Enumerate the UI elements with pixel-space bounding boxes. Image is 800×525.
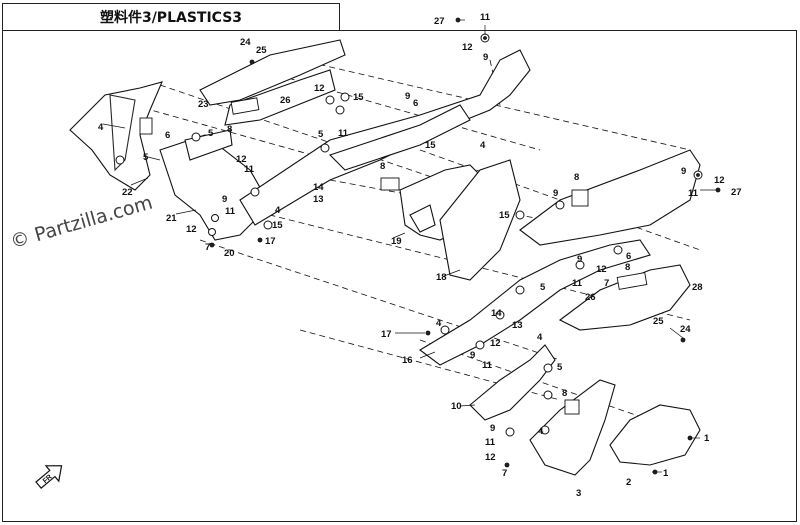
assembly-guide-lines: [114, 59, 701, 421]
callout-9c: 9: [405, 91, 410, 102]
callout-8c: 8: [574, 172, 579, 183]
part-28-right-cover: [558, 264, 691, 331]
callout-9e: 9: [577, 254, 582, 265]
main-upper-frame: [239, 49, 531, 226]
callout-26: 26: [280, 95, 291, 106]
callout-13: 13: [313, 194, 324, 205]
callout-6b: 6: [413, 98, 418, 109]
diagram-frame: [2, 30, 797, 522]
callout-11f: 11: [688, 188, 699, 199]
callout-12d: 12: [314, 83, 325, 94]
part-10-lower-bracket: [469, 344, 556, 421]
callout-15c: 15: [425, 140, 436, 151]
callout-11d: 11: [338, 128, 349, 139]
callout-16: 16: [402, 355, 413, 366]
callout-9h: 9: [490, 423, 495, 434]
callout-11h: 11: [485, 437, 496, 448]
callout-leader-lines: [102, 19, 718, 473]
callout-8d: 8: [625, 262, 630, 273]
callout-19: 19: [391, 236, 402, 247]
callout-24: 24: [240, 37, 251, 48]
svg-text:FR: FR: [42, 474, 54, 485]
callout-2: 2: [626, 477, 631, 488]
callout-24b: 24: [680, 324, 691, 335]
callout-labels: 27 11 12 9 24 25 23 8 26 4 5 6 5 22 21 7…: [98, 12, 742, 499]
callout-14b: 14: [491, 308, 502, 319]
callout-4c: 4: [480, 140, 486, 151]
callout-4d: 4: [436, 318, 442, 329]
callout-20: 20: [224, 248, 235, 259]
callout-7: 7: [205, 242, 210, 253]
callout-4e: 4: [537, 332, 543, 343]
callout-17: 17: [265, 236, 276, 247]
part-22-front-cowl: [69, 81, 163, 191]
callout-1: 1: [704, 433, 710, 444]
callout-8e: 8: [562, 388, 567, 399]
callout-12f: 12: [714, 175, 725, 186]
part-18-center-panel: [439, 159, 521, 281]
callout-9b: 9: [222, 194, 227, 205]
front-direction-arrow-icon: FR: [35, 465, 63, 489]
callout-4b: 4: [275, 205, 281, 216]
diagram-title: 塑料件3/PLASTICS3: [2, 3, 340, 31]
callout-12b: 12: [236, 154, 247, 165]
callout-1b: 1: [663, 468, 669, 479]
callout-6c: 6: [626, 251, 631, 262]
callout-27b: 27: [731, 187, 742, 198]
callout-15d: 15: [499, 210, 510, 221]
callout-15b: 15: [353, 92, 364, 103]
callout-28: 28: [692, 282, 703, 293]
callout-21: 21: [166, 213, 177, 224]
callout-9: 9: [483, 52, 488, 63]
part-2-side-lid: [609, 404, 701, 466]
callout-11e: 11: [572, 278, 583, 289]
callout-4: 4: [98, 122, 104, 133]
callout-22: 22: [122, 187, 133, 198]
callout-17b: 17: [381, 329, 392, 340]
callout-12c: 12: [186, 224, 197, 235]
callout-10: 10: [451, 401, 462, 412]
callout-11c: 11: [225, 206, 236, 217]
callout-27: 27: [434, 16, 445, 27]
fastener-hardware: [191, 17, 721, 475]
callout-18: 18: [436, 272, 447, 283]
right-upper-cover: [519, 149, 701, 246]
callout-8b: 8: [380, 161, 385, 172]
callout-12: 12: [462, 42, 473, 53]
callout-23: 23: [198, 99, 209, 110]
callout-15: 15: [272, 220, 283, 231]
callout-25b: 25: [653, 316, 664, 327]
callout-7c: 7: [502, 468, 507, 479]
callout-9g: 9: [470, 350, 475, 361]
callout-3: 3: [576, 488, 581, 499]
callout-11: 11: [480, 12, 491, 23]
callout-4f: 4: [538, 426, 544, 437]
callout-5d: 5: [540, 282, 546, 293]
callout-12e: 12: [596, 264, 607, 275]
callout-12h: 12: [485, 452, 496, 463]
callout-14: 14: [313, 182, 324, 193]
callout-5c: 5: [318, 129, 324, 140]
callout-25: 25: [256, 45, 267, 56]
callout-12g: 12: [490, 338, 501, 349]
callout-9f: 9: [681, 166, 686, 177]
callout-9d: 9: [553, 188, 558, 199]
callout-7b: 7: [604, 278, 609, 289]
callout-11g: 11: [482, 360, 493, 371]
callout-5b: 5: [208, 128, 214, 139]
callout-11b: 11: [244, 164, 255, 175]
callout-8: 8: [227, 124, 232, 135]
callout-5: 5: [143, 152, 149, 163]
part-23-upper-rail: [199, 39, 346, 126]
callout-13b: 13: [512, 320, 523, 331]
callout-26b: 26: [585, 292, 596, 303]
sticker-parts-8: [139, 97, 648, 415]
callout-5e: 5: [557, 362, 563, 373]
callout-6: 6: [165, 130, 170, 141]
